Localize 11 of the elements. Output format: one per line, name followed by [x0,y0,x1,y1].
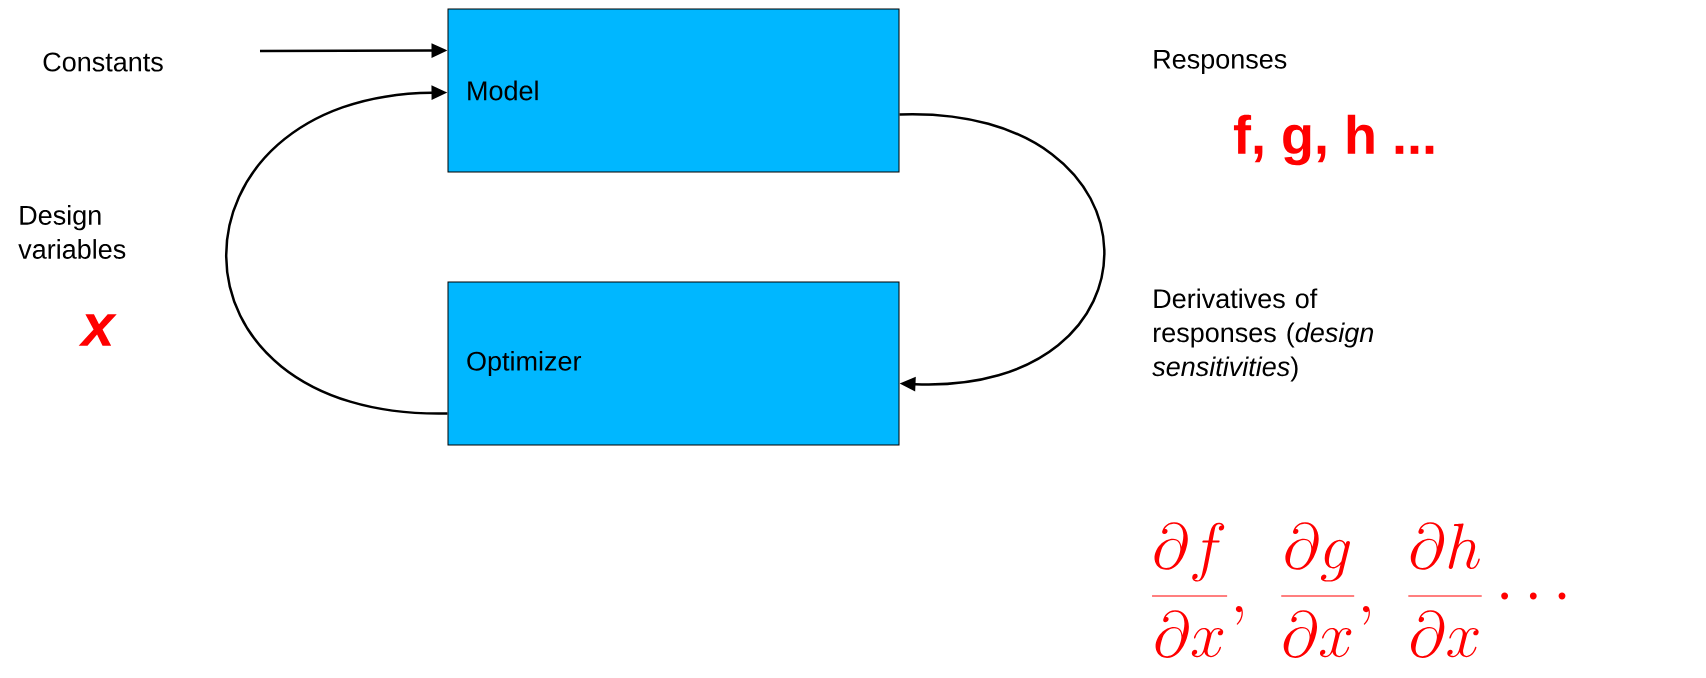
process-box: Model [447,8,900,173]
handwritten-symbol: x [78,314,117,346]
process-box: Optimizer [447,281,900,446]
handwritten-formula: $\frac{\partial f}{\partial x},\ \frac{\partial g}{\partial x},\ \frac{\partial h}{\partial x}\cdots$ [1152,522,1566,658]
design-variables-label: Design variables [18,205,126,259]
arrow [899,113,1106,392]
derivatives-label: Derivatives of responses (design sensitivities) [1152,288,1374,382]
arrow [225,85,448,415]
input-label: Constants [43,52,163,72]
handwritten-symbol: f, g, h ... [1233,114,1434,166]
responses-label: Responses [1154,49,1287,75]
